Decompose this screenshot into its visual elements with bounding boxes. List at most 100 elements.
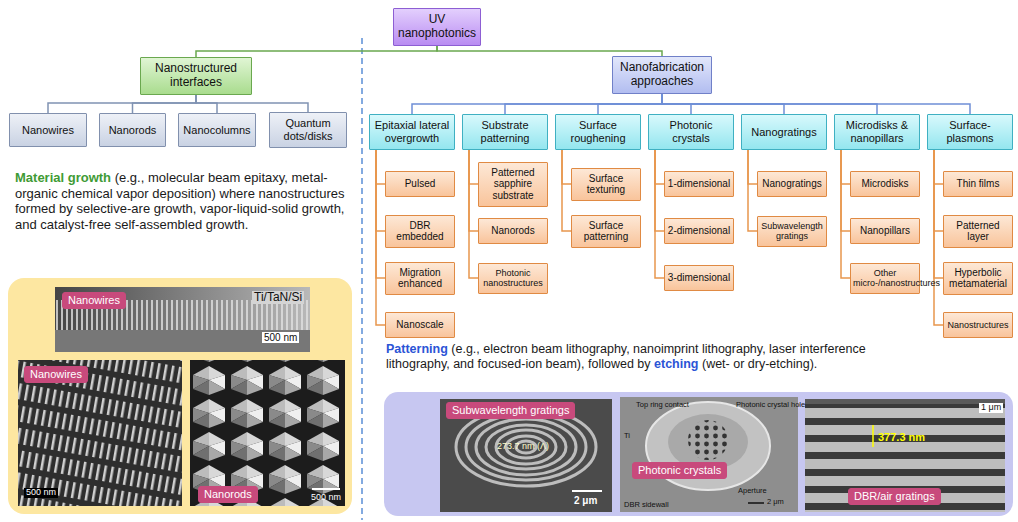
node-text: Nanostructures — [946, 320, 1010, 330]
node-text: 2-dimensional — [667, 225, 731, 237]
sem-image — [805, 399, 1005, 512]
paragraph-text: etching — [654, 357, 698, 371]
node-text: Surface patterning — [574, 220, 638, 243]
approach-box: Nanogratings — [741, 114, 827, 150]
category-box: Nanofabrication approaches — [612, 56, 712, 94]
image-annotation: 273.7 nm (Λ) — [497, 442, 549, 452]
node-text: Nanofabrication approaches — [616, 61, 708, 89]
node-text: Nanopillars — [853, 225, 917, 237]
method-box: Surface texturing — [571, 168, 641, 201]
dimension-mark — [872, 425, 874, 447]
method-box: Thin films — [943, 171, 1013, 197]
tree-connector — [437, 46, 662, 56]
scale-bar — [748, 502, 764, 504]
method-box: Microdisks — [850, 171, 920, 197]
divider-line — [361, 38, 363, 520]
tree-connector — [469, 150, 478, 278]
image-annotation: 500 nm — [262, 332, 299, 343]
sem-image — [55, 287, 310, 352]
approach-box: Photonic crystals — [648, 114, 734, 150]
node-text: Patterned sapphire substrate — [481, 167, 545, 202]
image-tag: DBR/air gratings — [848, 488, 941, 505]
tree-connector — [934, 150, 943, 278]
approach-box: Microdisks & nanopillars — [834, 114, 920, 150]
approach-box: Substrate patterning — [462, 114, 548, 150]
node-text: Microdisks & nanopillars — [838, 119, 916, 144]
method-box: Surface patterning — [571, 215, 641, 248]
node-text: Nanostructured interfaces — [144, 62, 248, 90]
method-box: Photonic nanostructures — [478, 263, 548, 294]
tree-connector — [562, 150, 571, 184]
image-annotation: Ti/TaN/Si — [252, 291, 304, 304]
approach-box: Epitaxial lateral overgrowth — [369, 114, 455, 150]
grating-rings — [456, 408, 596, 486]
image-annotation: 2 μm — [574, 495, 597, 506]
image-annotation: Ti — [624, 432, 630, 440]
node-text: Nanowires — [13, 124, 83, 137]
node-text: Photonic nanostructures — [481, 268, 545, 289]
scale-bar — [572, 490, 602, 492]
paragraph-text: Patterning — [386, 342, 448, 356]
tree-connector — [376, 150, 385, 184]
node-text: Nanowires — [30, 368, 82, 381]
node-text: Nanogratings — [745, 126, 823, 139]
method-box: Nanostructures — [943, 312, 1013, 338]
image-panel — [8, 278, 352, 514]
nanorod-array — [190, 360, 345, 506]
node-text: UV nanophotonics — [397, 13, 477, 41]
node-text: Surface roughening — [559, 119, 637, 144]
crystal-holes — [688, 420, 728, 460]
tree-connector — [196, 95, 217, 113]
method-box: Nanopillars — [850, 218, 920, 244]
method-box: 2-dimensional — [664, 218, 734, 244]
method-box: Nanogratings — [757, 171, 827, 197]
method-box: Hyperbolic metamaterial — [943, 262, 1013, 295]
image-annotation: 1 μm — [979, 403, 1003, 413]
node-text: Nanorods — [103, 124, 162, 137]
tree-connector — [562, 150, 571, 231]
tree-connector — [133, 95, 197, 113]
tree-connector — [48, 95, 196, 113]
paragraph: Patterning(e.g., electron beam lithograp… — [386, 342, 906, 372]
tree-connector — [841, 150, 850, 184]
tree-connector — [469, 150, 478, 184]
image-tag: Photonic crystals — [632, 462, 727, 479]
image-annotation: 500 nm — [311, 493, 341, 503]
image-tag: Subwavelength gratings — [446, 402, 575, 419]
image-tag: Nanowires — [62, 292, 126, 309]
tree-connector — [505, 94, 662, 114]
tree-connector — [748, 150, 757, 231]
structure-box: Quantum dots/disks — [269, 112, 347, 148]
tree-connector — [196, 46, 437, 57]
tree-connector — [934, 150, 943, 184]
tree-connector — [196, 95, 308, 112]
tree-connector — [934, 150, 943, 231]
image-annotation: Photonic crystal hole — [736, 401, 805, 409]
method-box: 3-dimensional — [664, 265, 734, 291]
node-text: DBR embedded — [388, 220, 452, 243]
tree-connector — [655, 150, 664, 184]
image-annotation: 2 μm — [767, 498, 784, 506]
image-annotation: 500 nm — [24, 488, 58, 498]
nanowire-array — [18, 360, 182, 506]
substrate — [55, 330, 310, 352]
method-box: DBR embedded — [385, 215, 455, 248]
sem-image — [440, 399, 612, 512]
node-text: Subwavelength gratings — [452, 404, 569, 417]
node-text: Nanoscale — [388, 319, 452, 331]
node-text: Nanorods — [204, 488, 252, 501]
image-annotation: Aperture — [738, 487, 767, 495]
approach-box: Surface-plasmons — [927, 114, 1013, 150]
node-text: Nanocolumns — [182, 124, 252, 137]
image-annotation: Top ring contact — [636, 401, 689, 409]
method-box: Migration enhanced — [385, 262, 455, 295]
node-text: Microdisks — [853, 178, 917, 190]
tree-connector — [662, 94, 970, 114]
method-box: Patterned sapphire substrate — [478, 162, 548, 207]
node-text: Epitaxial lateral overgrowth — [373, 119, 451, 144]
node-text: Nanogratings — [760, 178, 824, 190]
node-text: Subwavelength gratings — [760, 221, 824, 242]
structure-box: Nanocolumns — [178, 113, 256, 147]
scale-bar — [312, 488, 340, 490]
node-text: 3-dimensional — [667, 272, 731, 284]
